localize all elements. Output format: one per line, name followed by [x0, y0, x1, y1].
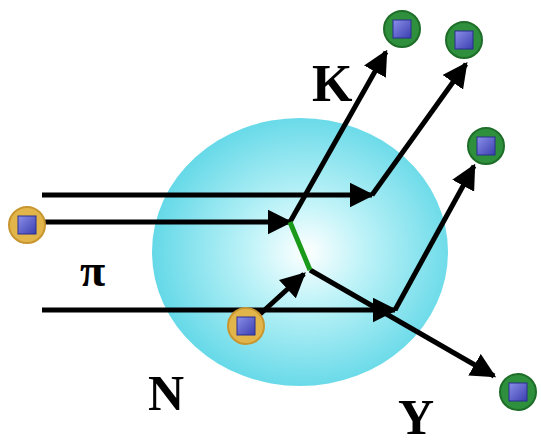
particle-kaon	[384, 11, 420, 47]
nucleus-sphere	[152, 118, 448, 386]
nucleon-track	[258, 274, 304, 316]
outgoing-track	[372, 64, 466, 195]
pion-track	[44, 220, 290, 225]
particle-outgoing	[446, 22, 482, 58]
nucleon-label: N	[148, 368, 184, 418]
kaon-track	[290, 52, 386, 222]
hyperon-track	[310, 270, 494, 376]
pion-label: π	[80, 248, 105, 294]
kaon-label: K	[312, 58, 352, 110]
particle-nucleon	[228, 308, 264, 344]
particle-pion	[9, 207, 45, 243]
exchange-line	[290, 222, 310, 270]
outgoing-track	[395, 166, 474, 310]
pion-track	[42, 193, 372, 198]
hyperon-label: Y	[398, 392, 434, 442]
pion-track	[42, 308, 395, 313]
particle-outgoing	[468, 128, 504, 164]
particle-hyperon	[500, 374, 536, 410]
